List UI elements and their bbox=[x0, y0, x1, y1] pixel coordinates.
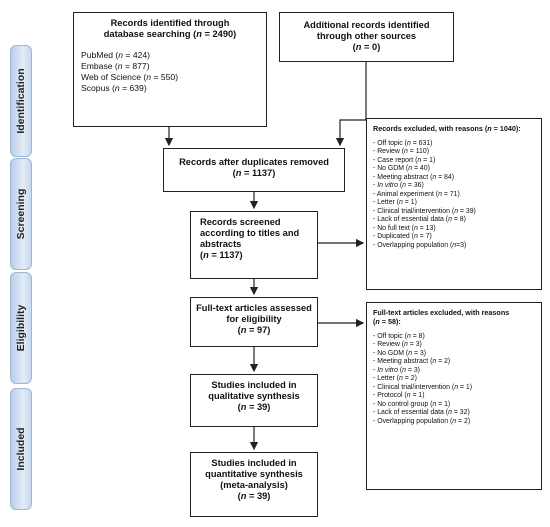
n-label: n bbox=[240, 401, 247, 412]
box-title: Records identified through bbox=[110, 18, 230, 28]
paren: ( bbox=[237, 324, 241, 335]
paren: ( bbox=[237, 490, 241, 501]
box-title: Studies included in bbox=[211, 380, 297, 390]
box-title: Records after duplicates removed bbox=[179, 157, 329, 167]
n-label: n bbox=[196, 28, 202, 39]
database-search-box: Records identified through database sear… bbox=[73, 12, 267, 127]
box-title: Additional records identified bbox=[303, 20, 430, 30]
exclusion-reason: - No control group (n = 1) bbox=[373, 400, 451, 408]
source-embase: Embase (n = 877) bbox=[81, 61, 150, 72]
box-title: abstracts bbox=[200, 238, 242, 249]
paren: ( bbox=[237, 401, 241, 412]
exclusion-reason: - Overlapping population (n=3) bbox=[373, 241, 467, 249]
stage-eligibility: Eligibility bbox=[10, 272, 32, 384]
n-label: n bbox=[355, 41, 362, 52]
exclusion-reason: - Clinical trial/intervention (n = 39) bbox=[373, 207, 476, 215]
exclusion-reason: - Duplicated (n = 7) bbox=[373, 233, 432, 241]
box-title: according to titles and bbox=[200, 227, 300, 238]
exclusion-reason: - Clinical trial/intervention (n = 1) bbox=[373, 383, 473, 391]
exclusion-reason: - Review (n = 3) bbox=[373, 341, 422, 349]
exclusion-reason: - Letter (n = 1) bbox=[373, 199, 417, 207]
after-duplicates-box: Records after duplicates removed (n = 11… bbox=[163, 148, 345, 192]
box-count: = 1137) bbox=[208, 249, 243, 260]
exclusion-reason: - In vitro (n = 36) bbox=[373, 182, 424, 190]
exclusion-reason: - No full text (n = 13) bbox=[373, 224, 436, 232]
source-pubmed: PubMed (n = 424) bbox=[81, 49, 151, 60]
box-title: through other sources bbox=[316, 30, 417, 41]
box-count: = 1137) bbox=[241, 167, 276, 178]
paren: ( bbox=[352, 41, 356, 52]
source-web-of-science: Web of Science (n = 550) bbox=[81, 72, 179, 83]
box-count: = 97) bbox=[246, 324, 271, 335]
qualitative-box: Studies included in qualitative synthesi… bbox=[190, 374, 318, 427]
exclusion-reason: - Off topic (n = 8) bbox=[373, 333, 425, 340]
box-count: = 2490) bbox=[201, 28, 237, 39]
exclusion-reason: - Overlapping population (n = 2) bbox=[373, 417, 471, 425]
exclusion-reason: - Review (n = 110) bbox=[373, 148, 429, 156]
box-title: database searching ( bbox=[103, 28, 197, 39]
paren: ( bbox=[200, 249, 204, 260]
stage-label: Included bbox=[15, 427, 27, 471]
exclusion-reason: - Off topic (n = 631) bbox=[373, 140, 433, 147]
exclusion-reason: - No GDM (n = 40) bbox=[373, 165, 430, 173]
exclusion-reason: - Meeting abstract (n = 2) bbox=[373, 358, 451, 366]
excluded-reasons-list: - Off topic (n = 631)- Review (n = 110)-… bbox=[373, 140, 535, 250]
source-scopus: Scopus (n = 639) bbox=[81, 83, 147, 94]
exclusion-reason: - Animal experiment (n = 71) bbox=[373, 190, 460, 198]
quantitative-box: Studies included in quantitative synthes… bbox=[190, 452, 318, 517]
exclusion-reason: - Protocol (n = 1) bbox=[373, 392, 425, 400]
stage-identification: Identification bbox=[10, 45, 32, 157]
stage-included: Included bbox=[10, 388, 32, 510]
arrow-other-to-dedup bbox=[335, 62, 367, 147]
box-count: = 39) bbox=[246, 490, 271, 501]
box-title: quantitative synthesis bbox=[205, 468, 303, 479]
stage-label: Screening bbox=[15, 188, 27, 240]
stage-screening: Screening bbox=[10, 158, 32, 270]
paren: ( bbox=[232, 167, 236, 178]
box-title: qualitative synthesis bbox=[208, 390, 300, 401]
box-title: Studies included in bbox=[211, 458, 297, 468]
excluded-title: Records excluded, with reasons (n = 1040… bbox=[373, 124, 521, 133]
exclusion-reason: - Letter (n = 2) bbox=[373, 375, 417, 383]
n-label: n bbox=[240, 324, 247, 335]
box-title: Full-text articles assessed bbox=[196, 303, 312, 313]
n-label: n bbox=[235, 167, 242, 178]
stage-label: Eligibility bbox=[15, 304, 27, 352]
box-title: Records screened bbox=[200, 217, 281, 227]
box-count: = 39) bbox=[246, 401, 271, 412]
exclusion-reason: - Case report (n = 1) bbox=[373, 156, 436, 164]
fulltext-excluded-box: Full-text articles excluded, with reason… bbox=[366, 302, 542, 490]
box-title: (meta-analysis) bbox=[220, 479, 288, 490]
excluded-title: Full-text articles excluded, with reason… bbox=[373, 308, 510, 326]
exclusion-reason: - Meeting abstract (n = 84) bbox=[373, 173, 455, 181]
fulltext-box: Full-text articles assessed for eligibil… bbox=[190, 297, 318, 347]
box-title: for eligibility bbox=[226, 313, 282, 324]
stage-label: Identification bbox=[15, 68, 27, 134]
other-sources-box: Additional records identified through ot… bbox=[279, 12, 454, 62]
exclusion-reason: - In vitro (n = 3) bbox=[373, 366, 420, 374]
box-count: = 0) bbox=[361, 41, 381, 52]
n-label: n bbox=[240, 490, 247, 501]
n-label: n bbox=[203, 249, 209, 260]
screened-box: Records screened according to titles and… bbox=[190, 211, 318, 279]
excluded-reasons-list: - Off topic (n = 8)- Review (n = 3)- No … bbox=[373, 333, 535, 426]
exclusion-reason: - No GDM (n = 3) bbox=[373, 349, 427, 357]
records-excluded-box: Records excluded, with reasons (n = 1040… bbox=[366, 118, 542, 290]
exclusion-reason: - Lack of essential data (n = 8) bbox=[373, 216, 466, 224]
exclusion-reason: - Lack of essential data (n = 32) bbox=[373, 409, 470, 417]
